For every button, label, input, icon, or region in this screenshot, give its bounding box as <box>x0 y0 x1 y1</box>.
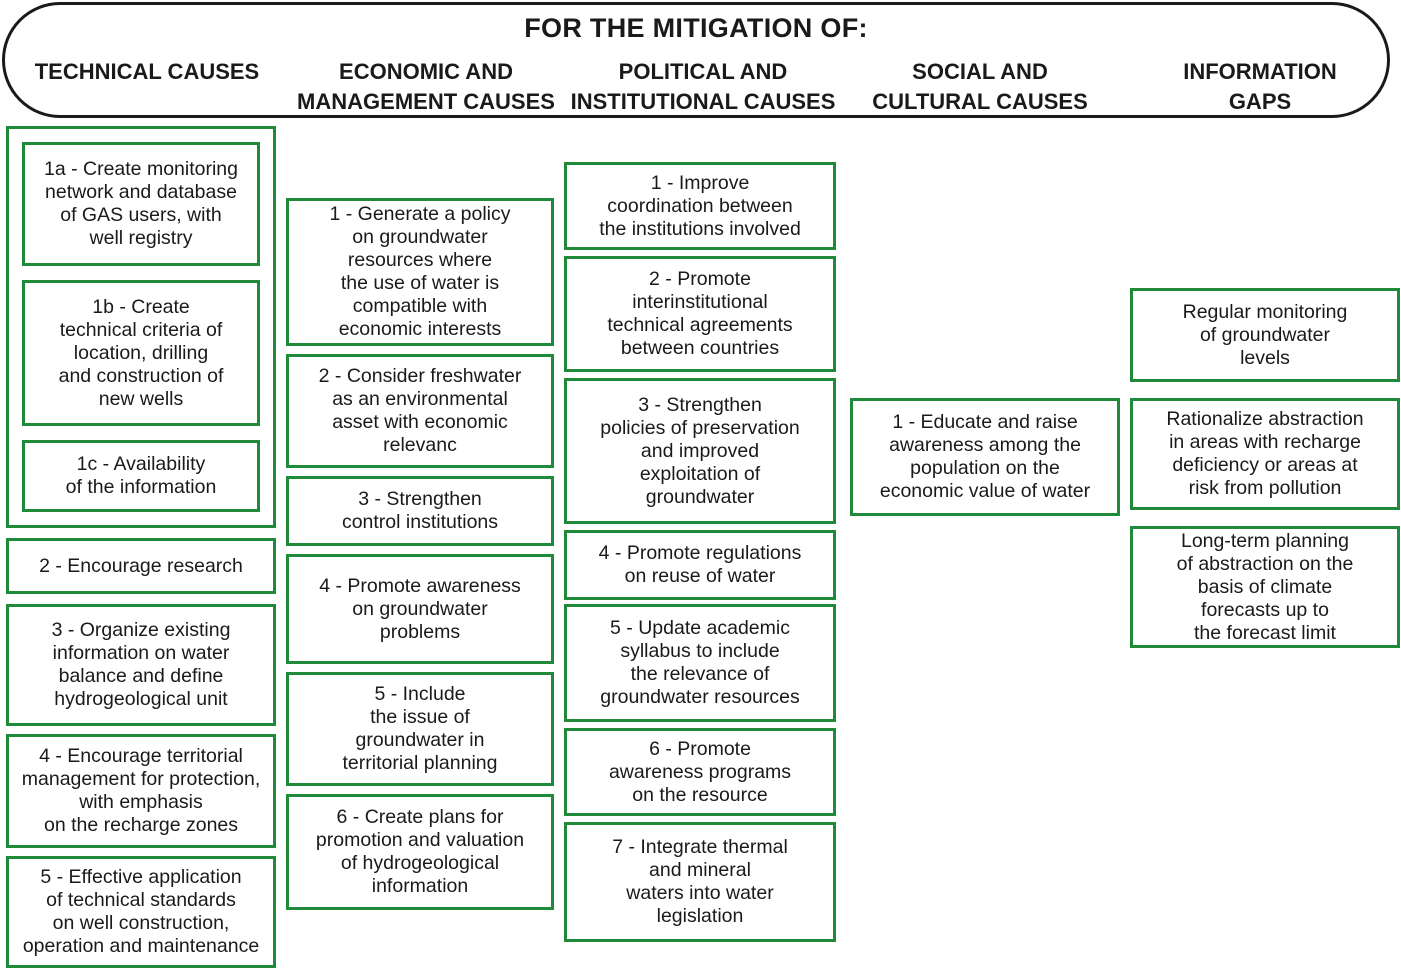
technical-item-1c: 1c - Availability of the information <box>22 440 260 512</box>
information-item-1: Regular monitoring of groundwater levels <box>1130 288 1400 382</box>
technical-item-5: 5 - Effective application of technical s… <box>6 856 276 968</box>
political-item-5: 5 - Update academic syllabus to include … <box>564 604 836 722</box>
header-economic-causes: ECONOMIC AND MANAGEMENT CAUSES <box>297 59 555 114</box>
political-item-3: 3 - Strengthen policies of preservation … <box>564 378 836 524</box>
header-title: FOR THE MITIGATION OF: <box>524 13 868 43</box>
technical-item-2: 2 - Encourage research <box>6 538 276 594</box>
economic-item-1: 1 - Generate a policy on groundwater res… <box>286 198 554 346</box>
economic-item-2: 2 - Consider freshwater as an environmen… <box>286 354 554 468</box>
economic-item-4: 4 - Promote awareness on groundwater pro… <box>286 554 554 664</box>
political-item-4: 4 - Promote regulations on reuse of wate… <box>564 530 836 600</box>
technical-item-4: 4 - Encourage territorial management for… <box>6 734 276 848</box>
header-social-causes: SOCIAL AND CULTURAL CAUSES <box>872 59 1088 114</box>
technical-item-1b: 1b - Create technical criteria of locati… <box>22 280 260 426</box>
political-item-1: 1 - Improve coordination between the ins… <box>564 162 836 250</box>
economic-item-5: 5 - Include the issue of groundwater in … <box>286 672 554 786</box>
information-item-3: Long-term planning of abstraction on the… <box>1130 526 1400 648</box>
economic-item-6: 6 - Create plans for promotion and valua… <box>286 794 554 910</box>
header-technical-causes: TECHNICAL CAUSES <box>34 59 260 84</box>
political-item-7: 7 - Integrate thermal and mineral waters… <box>564 822 836 942</box>
political-item-2: 2 - Promote interinstitutional technical… <box>564 256 836 372</box>
economic-item-3: 3 - Strengthen control institutions <box>286 476 554 546</box>
information-item-2: Rationalize abstraction in areas with re… <box>1130 398 1400 510</box>
technical-item-1a: 1a - Create monitoring network and datab… <box>22 142 260 266</box>
social-item-1: 1 - Educate and raise awareness among th… <box>850 398 1120 516</box>
header-information-gaps: INFORMATION GAPS <box>1183 59 1337 114</box>
header-banner: FOR THE MITIGATION OF: TECHNICAL CAUSES … <box>2 2 1390 118</box>
technical-item-3: 3 - Organize existing information on wat… <box>6 604 276 726</box>
political-item-6: 6 - Promote awareness programs on the re… <box>564 728 836 816</box>
header-political-causes: POLITICAL AND INSTITUTIONAL CAUSES <box>570 59 836 114</box>
